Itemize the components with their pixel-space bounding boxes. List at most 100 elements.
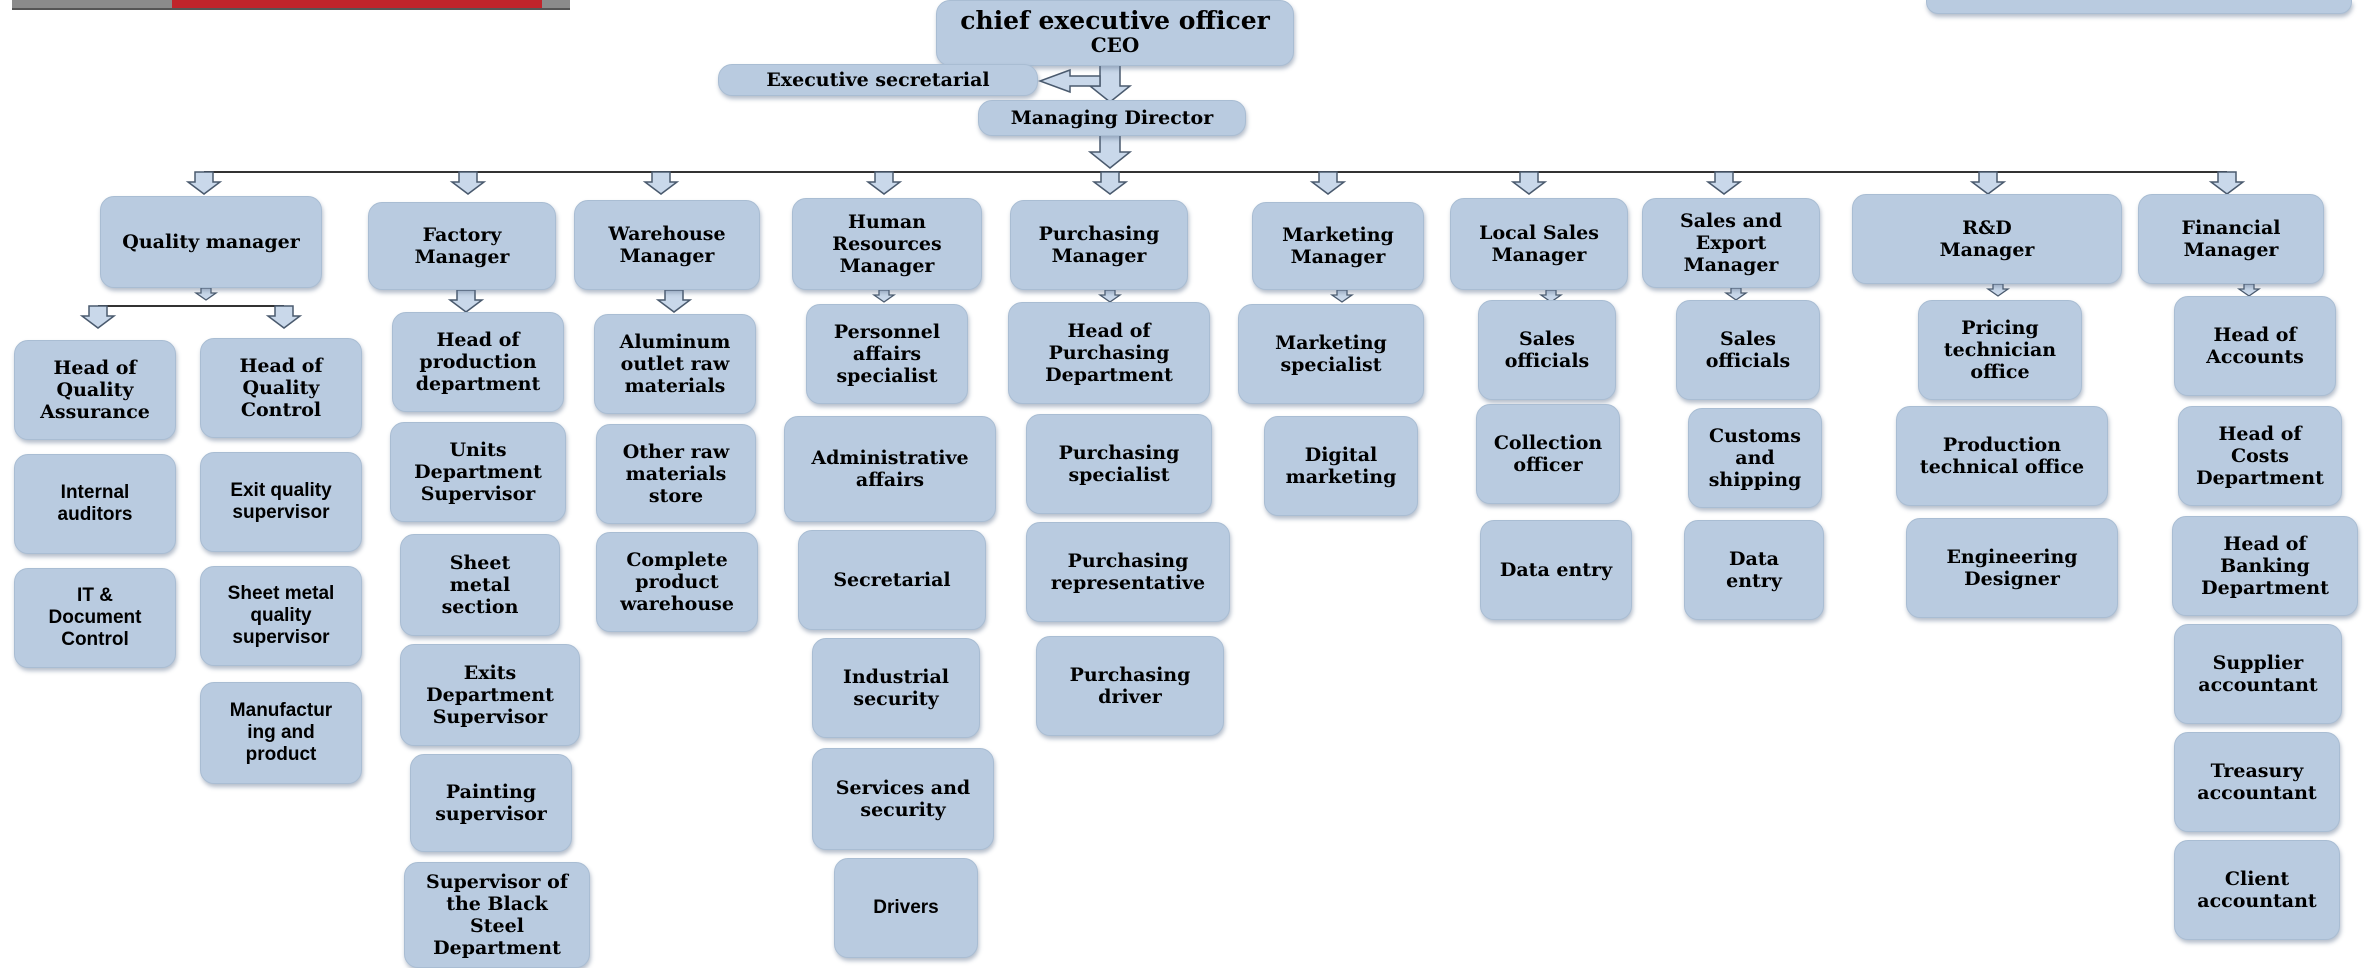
unit-box: Personnel affairs specialist xyxy=(806,304,968,404)
unit-label: Complete product warehouse xyxy=(620,549,734,615)
unit-box: Other raw materials store xyxy=(596,424,756,524)
unit-label: Customs and shipping xyxy=(1708,425,1802,491)
unit-box: Administrative affairs xyxy=(784,416,996,522)
unit-box: Manufactur ing and product xyxy=(200,682,362,784)
ceo-title: chief executive officer xyxy=(960,6,1270,35)
hr-manager-box: Human Resources Manager xyxy=(792,198,982,290)
unit-label: Internal auditors xyxy=(57,482,133,525)
managing-director-box: Managing Director xyxy=(978,100,1246,136)
unit-label: Head of Quality Assurance xyxy=(40,357,150,423)
unit-label: Purchasing driver xyxy=(1069,664,1191,708)
unit-box: Painting supervisor xyxy=(410,754,572,852)
unit-label: Administrative affairs xyxy=(811,447,969,491)
manager-label: Human Resources Manager xyxy=(832,211,942,277)
executive-secretarial-label: Executive secretarial xyxy=(766,69,990,91)
unit-box: Supplier accountant xyxy=(2174,624,2342,724)
unit-label: Treasury accountant xyxy=(2197,760,2317,804)
executive-secretarial-box: Executive secretarial xyxy=(718,64,1038,96)
warehouse-manager-box: Warehouse Manager xyxy=(574,200,760,290)
unit-box: Purchasing specialist xyxy=(1026,414,1212,514)
unit-label: Production technical office xyxy=(1919,434,2085,478)
quality-manager-box: Quality manager xyxy=(100,196,322,288)
unit-label: Client accountant xyxy=(2197,868,2317,912)
unit-box: Units Department Supervisor xyxy=(390,422,566,522)
unit-label: IT & Document Control xyxy=(48,585,142,650)
unit-label: Purchasing specialist xyxy=(1058,442,1180,486)
manager-label: Marketing Manager xyxy=(1282,224,1394,268)
unit-box: Engineering Designer xyxy=(1906,518,2118,618)
unit-label: Drivers xyxy=(873,897,939,918)
unit-label: Marketing specialist xyxy=(1275,332,1387,376)
manager-arrows xyxy=(187,171,2244,195)
unit-box: Customs and shipping xyxy=(1688,408,1822,508)
unit-box: Data entry xyxy=(1480,520,1632,620)
local-sales-manager-box: Local Sales Manager xyxy=(1450,198,1628,290)
unit-box: Sheet metal quality supervisor xyxy=(200,566,362,666)
unit-box: Purchasing driver xyxy=(1036,636,1224,736)
unit-box: Digital marketing xyxy=(1264,416,1418,516)
unit-label: Data entry xyxy=(1499,559,1613,581)
financial-manager-box: Financial Manager xyxy=(2138,194,2324,284)
purchasing-manager-box: Purchasing Manager xyxy=(1010,200,1188,290)
unit-label: Sales officials xyxy=(1504,328,1590,372)
unit-box: Head of production department xyxy=(392,312,564,412)
unit-box: Head of Purchasing Department xyxy=(1008,302,1210,404)
unit-box: Pricing technician office xyxy=(1918,300,2082,400)
manager-label: Warehouse Manager xyxy=(608,223,726,267)
marketing-manager-box: Marketing Manager xyxy=(1252,202,1424,290)
unit-label: Personnel affairs specialist xyxy=(833,321,941,387)
unit-label: Sales officials xyxy=(1705,328,1791,372)
unit-box: Industrial security xyxy=(812,638,980,738)
unit-label: Collection officer xyxy=(1493,432,1603,476)
unit-box: Exit quality supervisor xyxy=(200,452,362,552)
unit-label: Services and security xyxy=(835,777,971,821)
unit-label: Supplier accountant xyxy=(2198,652,2318,696)
unit-label: Head of Accounts xyxy=(2206,324,2304,368)
unit-label: Purchasing representative xyxy=(1050,550,1206,594)
manager-label: Factory Manager xyxy=(414,224,510,268)
manager-label: Purchasing Manager xyxy=(1038,223,1160,267)
manager-label: Local Sales Manager xyxy=(1479,222,1599,266)
unit-label: Digital marketing xyxy=(1285,444,1397,488)
sales-export-manager-box: Sales and Export Manager xyxy=(1642,198,1820,288)
factory-manager-box: Factory Manager xyxy=(368,202,556,290)
unit-box: Services and security xyxy=(812,748,994,850)
unit-box: Head of Quality Assurance xyxy=(14,340,176,440)
unit-label: Secretarial xyxy=(833,569,951,591)
unit-box: Supervisor of the Black Steel Department xyxy=(404,862,590,968)
unit-label: Industrial security xyxy=(842,666,950,710)
unit-label: Exit quality supervisor xyxy=(230,480,332,523)
unit-box: Sales officials xyxy=(1478,300,1616,400)
unit-box: Head of Banking Department xyxy=(2172,516,2358,616)
unit-box: Aluminum outlet raw materials xyxy=(594,314,756,414)
unit-label: Aluminum outlet raw materials xyxy=(619,331,731,397)
secretarial-arrow xyxy=(1037,68,1101,94)
unit-label: Head of Quality Control xyxy=(239,355,323,421)
unit-box: Production technical office xyxy=(1896,406,2108,506)
unit-label: Head of production department xyxy=(415,329,541,395)
unit-label: Head of Banking Department xyxy=(2201,533,2329,599)
unit-label: Head of Purchasing Department xyxy=(1045,320,1173,386)
unit-box: Purchasing representative xyxy=(1026,522,1230,622)
unit-box: Complete product warehouse xyxy=(596,532,758,632)
manager-label: Sales and Export Manager xyxy=(1679,210,1783,276)
unit-box: Head of Accounts xyxy=(2174,296,2336,396)
unit-label: Supervisor of the Black Steel Department xyxy=(425,871,569,959)
unit-box: Sheet metal section xyxy=(400,534,560,636)
unit-label: Painting supervisor xyxy=(435,781,547,825)
unit-label: Exits Department Supervisor xyxy=(426,662,554,728)
manager-label: Quality manager xyxy=(122,231,300,253)
unit-label: Units Department Supervisor xyxy=(414,439,542,505)
company-logo xyxy=(12,0,570,10)
managing-director-label: Managing Director xyxy=(1010,107,1214,129)
unit-box: Internal auditors xyxy=(14,454,176,554)
rd-manager-box: R&D Manager xyxy=(1852,194,2122,284)
ceo-abbr: CEO xyxy=(1090,33,1140,57)
unit-label: Sheet metal quality supervisor xyxy=(227,583,335,648)
unit-box: IT & Document Control xyxy=(14,568,176,668)
unit-label: Data entry xyxy=(1726,548,1782,592)
unit-box: Treasury accountant xyxy=(2174,732,2340,832)
quality-arrows xyxy=(81,287,301,329)
